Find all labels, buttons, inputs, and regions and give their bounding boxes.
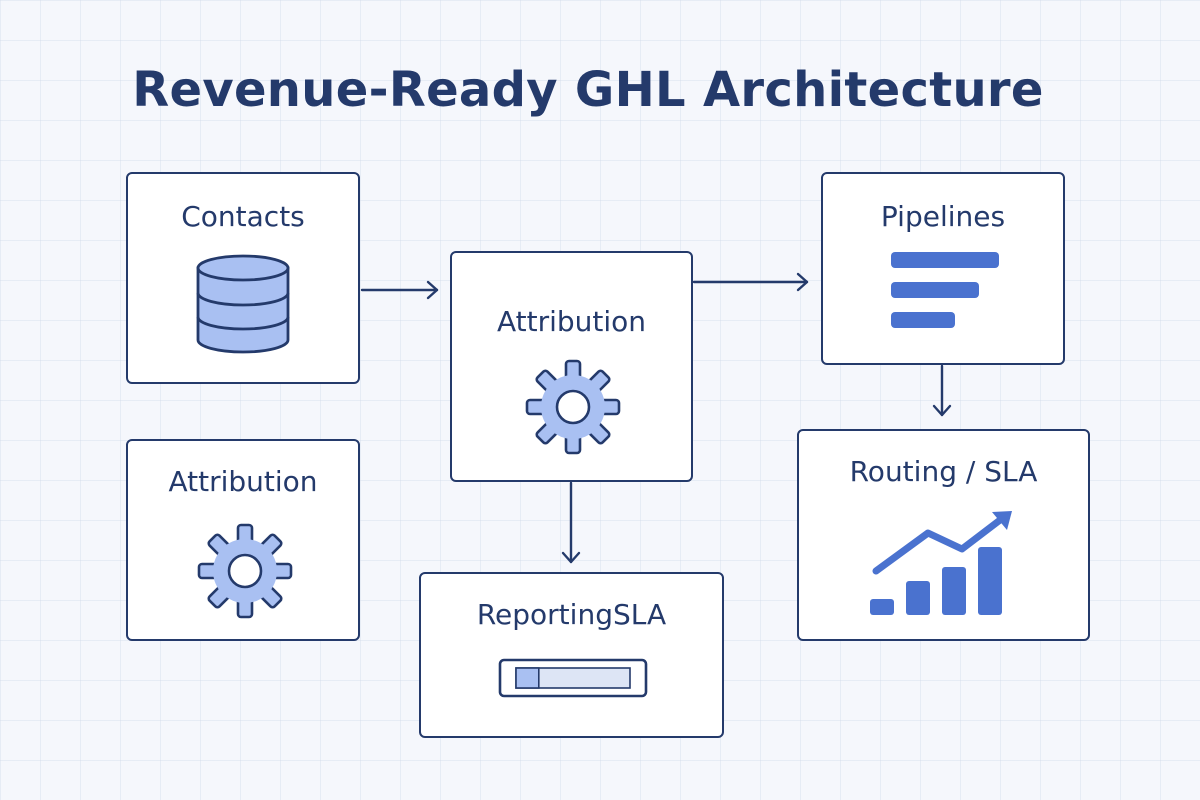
pipeline-bars-icon [891,252,999,328]
attribution-main-label: Attribution [496,305,647,338]
attribution-secondary-node[interactable]: Attribution [126,439,360,641]
reporting-sla-node[interactable]: ReportingSLA [419,572,724,738]
edge-attribution-to-pipelines [692,272,809,292]
growth-chart-icon [870,511,1012,615]
diagram-title: Revenue-Ready GHL Architecture [132,62,1044,118]
pipelines-label: Pipelines [880,200,1006,233]
progress-bar-icon [498,658,648,698]
gear-icon [525,359,621,455]
attribution-secondary-label: Attribution [168,465,318,498]
edge-contacts-to-attribution [360,280,439,300]
edge-pipelines-to-routing [932,364,952,417]
pipelines-node[interactable]: Pipelines [821,172,1065,365]
contacts-node[interactable]: Contacts [126,172,360,384]
routing-sla-node[interactable]: Routing / SLA [797,429,1090,641]
attribution-main-node[interactable]: Attribution [450,251,693,482]
gear-icon [197,523,293,619]
reporting-sla-label: ReportingSLA [476,598,667,631]
routing-sla-label: Routing / SLA [849,455,1038,488]
edge-attribution-to-reporting [561,481,581,564]
contacts-label: Contacts [181,200,305,233]
database-icon [196,254,290,354]
progress-fill [515,667,540,689]
